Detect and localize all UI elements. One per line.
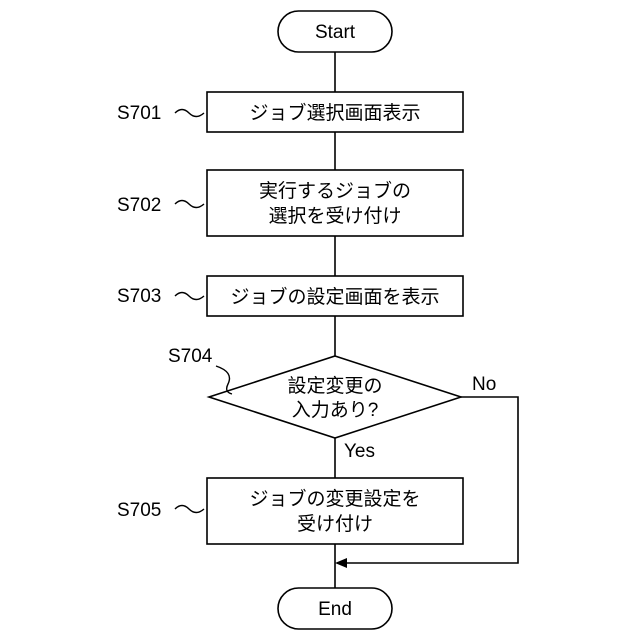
- step-s702: 実行するジョブの 選択を受け付け S702: [117, 170, 463, 236]
- step-s705: ジョブの変更設定を 受け付け S705: [117, 478, 463, 544]
- step-s702-text-2: 選択を受け付け: [268, 205, 401, 227]
- step-s703-label: S703: [117, 286, 161, 307]
- step-s705-text-1: ジョブの変更設定を: [249, 487, 420, 510]
- step-s701: ジョブ選択画面表示 S701: [117, 92, 463, 132]
- start-label: Start: [315, 22, 356, 43]
- decision-no-label: No: [472, 374, 496, 395]
- step-s705-text-2: 受け付け: [297, 513, 373, 535]
- step-s702-text-1: 実行するジョブの: [259, 179, 411, 202]
- decision-s704-label: S704: [168, 346, 213, 367]
- end-label: End: [318, 599, 352, 620]
- step-s701-leader: [175, 110, 204, 117]
- step-s701-label: S701: [117, 103, 161, 124]
- step-s702-label: S702: [117, 195, 161, 216]
- step-s705-label: S705: [117, 500, 161, 521]
- step-s703-leader: [175, 293, 204, 300]
- decision-s704-text-1: 設定変更の: [287, 375, 382, 397]
- start-terminal: Start: [278, 11, 392, 52]
- end-terminal: End: [278, 588, 392, 629]
- decision-s704-text-2: 入力あり?: [292, 399, 379, 421]
- step-s703: ジョブの設定画面を表示 S703: [117, 276, 463, 316]
- step-s702-leader: [175, 201, 204, 208]
- step-s703-text-1: ジョブの設定画面を表示: [230, 285, 439, 308]
- decision-yes-label: Yes: [344, 441, 375, 462]
- decision-s704: 設定変更の 入力あり? S704 No Yes: [168, 346, 496, 462]
- step-s701-text-1: ジョブ選択画面表示: [249, 101, 420, 124]
- step-s705-leader: [175, 506, 204, 513]
